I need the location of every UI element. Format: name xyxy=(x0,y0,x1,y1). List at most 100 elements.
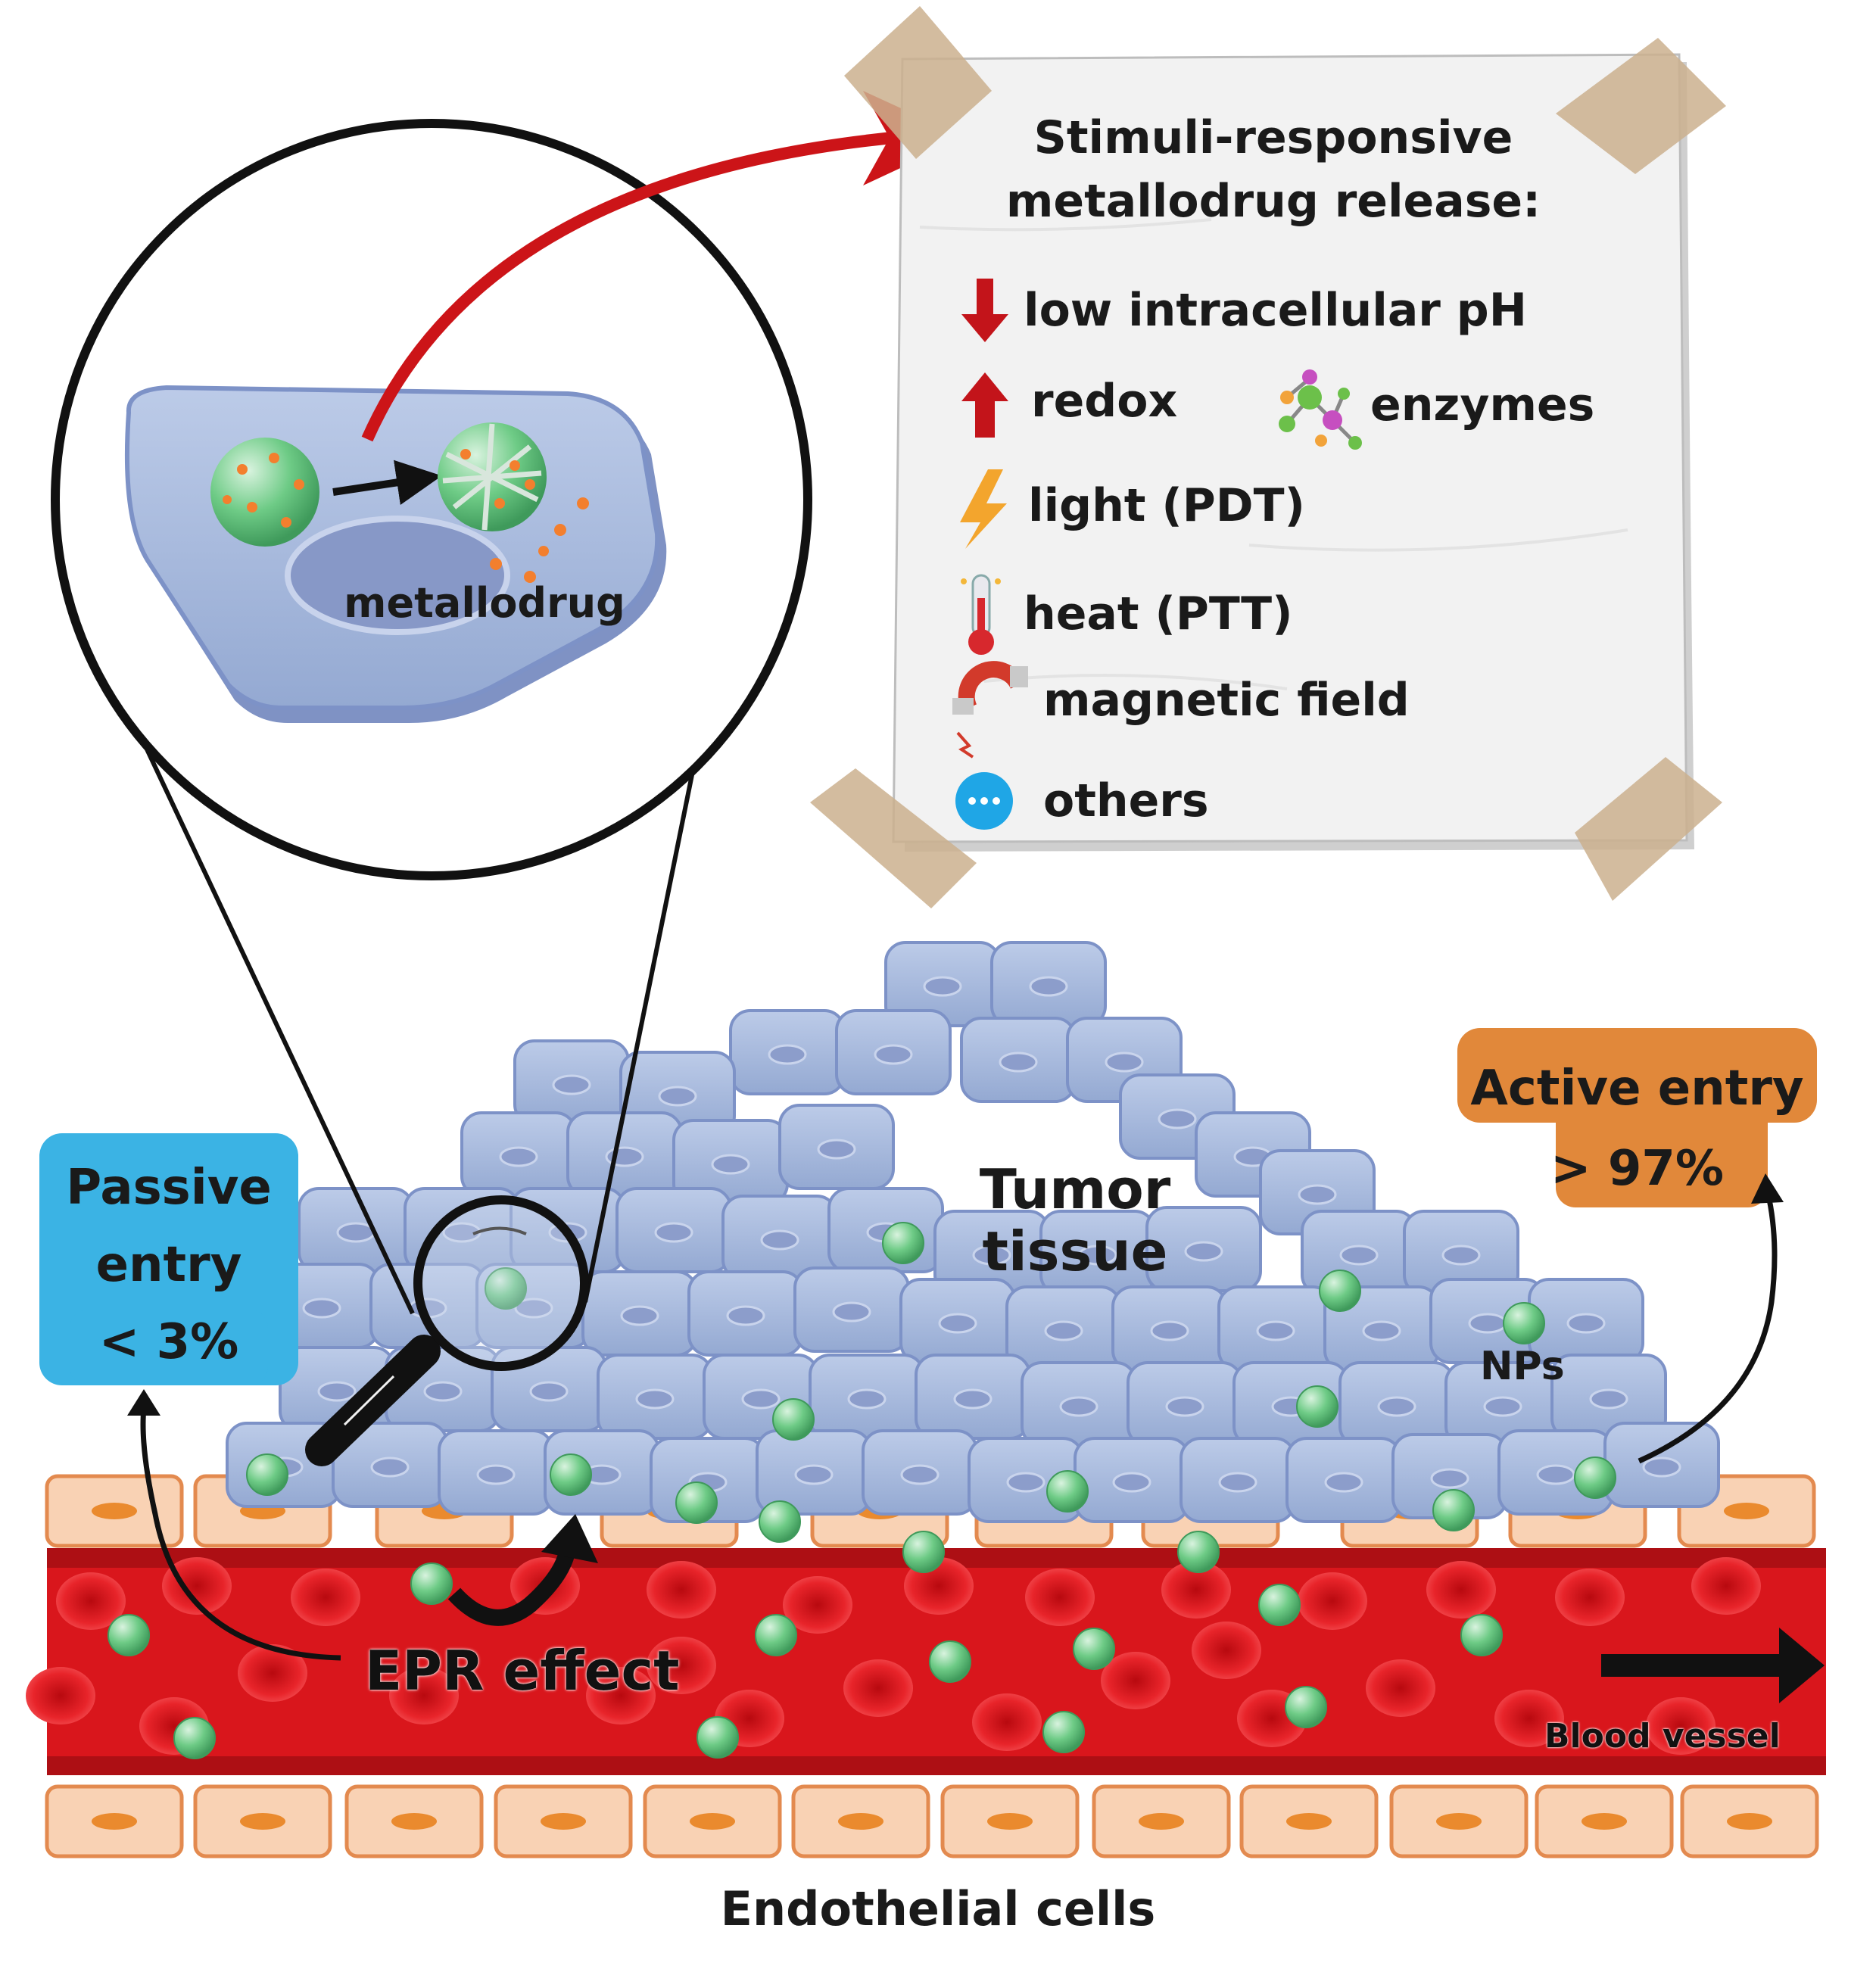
tumor-cell xyxy=(615,1187,732,1273)
stimulus-magnetic: magnetic field xyxy=(1043,674,1410,727)
nps-label: NPs xyxy=(1480,1344,1565,1389)
stimuli-note xyxy=(810,6,1726,908)
nanoparticle xyxy=(1503,1302,1545,1344)
tape-top-right xyxy=(1556,38,1726,174)
tumor-cell xyxy=(1217,1285,1334,1372)
endothelial-label: Endothelial cells xyxy=(720,1881,1156,1936)
stimulus-others: others xyxy=(1043,774,1209,827)
tumor-cell xyxy=(438,1429,554,1516)
red-blood-cell xyxy=(1101,1652,1170,1709)
tumor-cell xyxy=(960,1017,1077,1103)
red-blood-cell xyxy=(647,1561,716,1619)
blood-vessel-label: Blood vessel xyxy=(1544,1717,1781,1756)
tumor-cell xyxy=(1444,1361,1561,1447)
blood-vessel xyxy=(26,1548,1826,1775)
nanoparticle xyxy=(1460,1614,1503,1656)
nanoparticle xyxy=(882,1222,924,1264)
tumor-cell xyxy=(1074,1437,1190,1523)
active-arrow xyxy=(1638,1173,1784,1464)
release-arrow xyxy=(332,460,442,506)
molecule-icon xyxy=(1279,369,1362,450)
down-arrow-icon xyxy=(961,279,1008,342)
endothelial-cell xyxy=(494,1784,633,1858)
tumor-cell xyxy=(862,1429,978,1516)
endothelial-cell xyxy=(193,1784,332,1858)
endothelial-cell xyxy=(1680,1784,1819,1858)
flow-arrow xyxy=(1601,1628,1825,1703)
tumor-label: Tumor tissue xyxy=(961,1158,1189,1282)
stimuli-title-line2: metallodrug release: xyxy=(1005,175,1541,228)
tape-bottom-right xyxy=(1575,757,1722,901)
red-blood-cell xyxy=(1494,1690,1564,1747)
red-blood-cell xyxy=(783,1576,852,1634)
tumor-cell xyxy=(687,1270,804,1357)
nanoparticle xyxy=(173,1717,216,1759)
tumor-cell xyxy=(1603,1422,1720,1508)
stimuli-title-line1: Stimuli-responsive xyxy=(1033,111,1513,164)
endothelial-cell xyxy=(45,1784,184,1858)
nanoparticle xyxy=(246,1453,288,1496)
nanoparticle xyxy=(1319,1270,1361,1312)
stimulus-redox: redox xyxy=(1031,375,1178,428)
endothelial-cell xyxy=(344,1784,484,1858)
ellipsis-icon xyxy=(955,772,1013,830)
tumor-cell xyxy=(1021,1361,1137,1447)
epr-arrow xyxy=(447,1514,598,1626)
red-blood-cell xyxy=(389,1667,459,1724)
nanoparticle xyxy=(755,1614,797,1656)
tumor-cell xyxy=(566,1111,683,1198)
tumor-line2: tissue xyxy=(982,1220,1168,1283)
nanoparticle xyxy=(1574,1456,1616,1499)
passive-arrow xyxy=(127,1389,341,1661)
endothelial-cell xyxy=(1092,1784,1231,1858)
stimulus-ph: low intracellular pH xyxy=(1024,284,1527,337)
tumor-cell xyxy=(915,1354,1031,1440)
red-blood-cell xyxy=(238,1644,307,1702)
red-blood-cell xyxy=(291,1569,360,1626)
nanoparticle xyxy=(1177,1531,1220,1573)
active-line1: Active entry xyxy=(1470,1061,1804,1117)
nanoparticle xyxy=(410,1562,453,1605)
nanoparticle xyxy=(1296,1385,1338,1428)
red-blood-cell xyxy=(1555,1569,1625,1626)
tumor-cell xyxy=(1005,1285,1122,1372)
nanoparticle xyxy=(550,1453,592,1496)
tape-top-left xyxy=(844,6,992,159)
nanoparticle xyxy=(108,1614,150,1656)
magnet-icon xyxy=(952,661,1028,759)
red-blood-cell xyxy=(1646,1697,1716,1755)
tumor-cell xyxy=(1550,1354,1667,1440)
red-blood-cell xyxy=(26,1667,95,1724)
passive-line1: Passive xyxy=(66,1160,272,1216)
nanoparticle xyxy=(1073,1628,1115,1670)
nanoparticle xyxy=(1432,1489,1475,1531)
red-blood-cell xyxy=(843,1659,913,1717)
red-blood-cell xyxy=(1025,1569,1095,1626)
endothelial-cell xyxy=(1389,1784,1529,1858)
red-blood-cell xyxy=(1426,1561,1496,1619)
tumor-cell xyxy=(990,941,1107,1027)
passive-entry-badge xyxy=(39,1133,298,1385)
tumor-cell xyxy=(827,1187,944,1273)
nanoparticle xyxy=(485,1267,527,1310)
stimulus-light: light (PDT) xyxy=(1028,479,1305,532)
active-entry-badge xyxy=(1457,1028,1817,1207)
red-blood-cell xyxy=(586,1667,656,1724)
tumor-cell xyxy=(1127,1361,1243,1447)
up-arrow-icon xyxy=(961,372,1008,438)
nanoparticles xyxy=(108,1222,1616,1759)
red-blood-cell xyxy=(647,1637,716,1694)
nanoparticle xyxy=(759,1500,801,1543)
tumor-line1: Tumor xyxy=(979,1157,1171,1221)
endothelial-cell xyxy=(45,1474,184,1548)
passive-line3: < 3% xyxy=(98,1314,239,1370)
tumor-cell xyxy=(597,1354,713,1440)
endothelial-cell xyxy=(643,1784,782,1858)
red-blood-cell xyxy=(1298,1572,1367,1630)
tumor-cell xyxy=(581,1270,698,1357)
stimulus-enzymes: enzymes xyxy=(1370,379,1595,431)
endothelial-cell xyxy=(940,1784,1080,1858)
passive-line2: entry xyxy=(95,1237,242,1293)
